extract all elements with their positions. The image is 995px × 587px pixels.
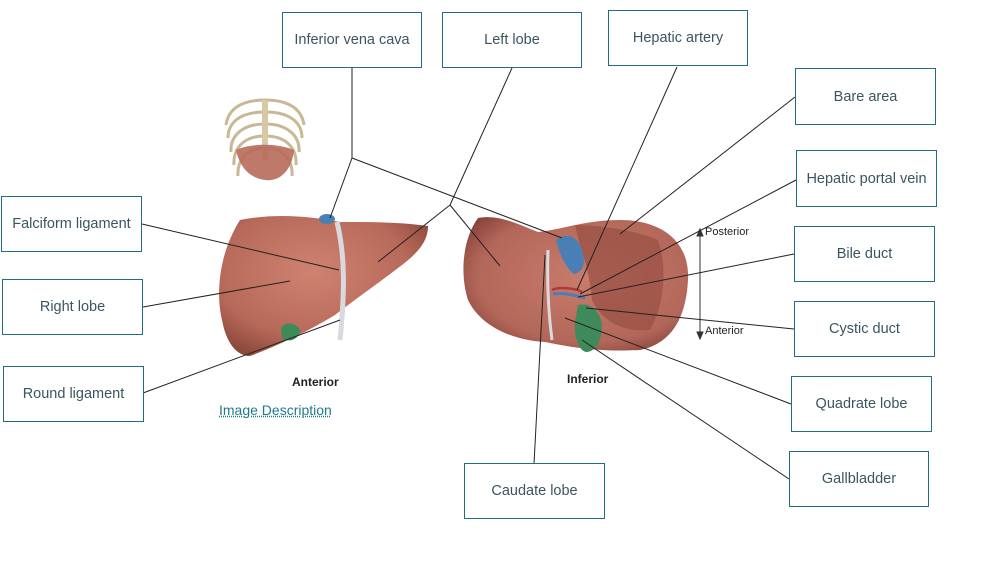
caption-anterior-view: Anterior <box>292 375 339 389</box>
label-gallbladder[interactable]: Gallbladder <box>789 451 929 507</box>
leader-line-ivc-inferior <box>351 157 563 239</box>
label-bare-area[interactable]: Bare area <box>795 68 936 125</box>
label-caudate-lobe[interactable]: Caudate lobe <box>464 463 605 519</box>
leader-line-left-lobe <box>449 67 513 206</box>
leader-line-hepatic-artery <box>576 66 678 291</box>
leader-line-bare-area <box>619 96 796 235</box>
leader-line-cystic-duct <box>585 307 795 330</box>
leader-line-round-ligament <box>142 319 341 394</box>
inferior-liver <box>463 217 689 352</box>
anterior-liver <box>219 214 428 356</box>
leader-line-caudate-lobe <box>533 254 546 465</box>
leader-line-bile-duct <box>577 253 795 298</box>
leader-line-gallbladder <box>581 339 790 480</box>
orientation-arrow <box>696 227 704 341</box>
leader-line-left-lobe-inferior <box>449 204 501 267</box>
leader-lines <box>141 66 797 480</box>
leader-line-quadrate-lobe <box>564 317 792 405</box>
leader-line-portal-vein <box>579 179 797 295</box>
label-cystic-duct[interactable]: Cystic duct <box>794 301 935 357</box>
leader-line-falciform <box>141 223 340 271</box>
label-hepatic-artery[interactable]: Hepatic artery <box>608 10 748 66</box>
leader-line-ivc-anterior <box>329 157 353 219</box>
label-round-ligament[interactable]: Round ligament <box>3 366 144 422</box>
label-left-lobe[interactable]: Left lobe <box>442 12 582 68</box>
label-right-lobe[interactable]: Right lobe <box>2 279 143 335</box>
label-hepatic-portal-vein[interactable]: Hepatic portal vein <box>796 150 937 207</box>
caption-posterior-axis: Posterior <box>705 226 750 238</box>
label-inferior-vena-cava[interactable]: Inferior vena cava <box>282 12 422 68</box>
ribcage-thumbnail <box>222 96 310 188</box>
caption-inferior-view: Inferior <box>567 372 609 386</box>
leader-line-left-lobe-anterior <box>377 204 451 263</box>
caption-anterior-axis: Anterior <box>705 325 744 337</box>
label-falciform-ligament[interactable]: Falciform ligament <box>1 196 142 252</box>
image-description-link[interactable]: Image Description <box>219 402 332 418</box>
leader-line-right-lobe <box>142 280 291 308</box>
label-bile-duct[interactable]: Bile duct <box>794 226 935 282</box>
label-quadrate-lobe[interactable]: Quadrate lobe <box>791 376 932 432</box>
